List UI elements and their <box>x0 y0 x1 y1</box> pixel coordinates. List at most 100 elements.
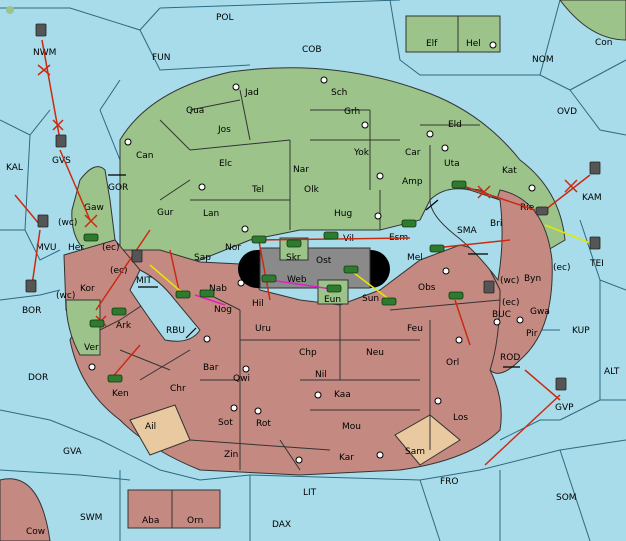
label-eun: Eun <box>324 295 341 305</box>
label-byn: Byn <box>524 274 541 284</box>
coast-tag-her-wc: (wc) <box>58 218 77 228</box>
army-obs <box>448 291 464 300</box>
fleet-kam <box>589 161 601 175</box>
label-dor: DOR <box>28 373 48 383</box>
coast-tags: (wc) (ec) (ec) (wc) (ec) (wc) (ec) <box>56 218 571 308</box>
land-sam <box>394 414 461 466</box>
red-land-labels: Rie Bri Byn Mel Ost Web Eun Sun Obs Kor … <box>80 203 550 526</box>
label-elc: Elc <box>219 159 232 169</box>
label-zin: Zin <box>224 450 238 460</box>
nw-island <box>6 6 14 14</box>
coast-tag-kor-ec: (ec) <box>110 266 128 276</box>
army-nog-edge <box>199 289 215 298</box>
arrow-kal-mvu <box>14 194 41 226</box>
label-kat: Kat <box>502 166 517 176</box>
label-grh: Grh <box>344 107 360 117</box>
label-yok: Yok <box>353 148 370 158</box>
label-gvs: GVS <box>52 156 71 166</box>
sea-sma-inner <box>429 188 503 282</box>
fleet-rie <box>535 206 549 216</box>
coast-tag-byn-wc: (wc) <box>500 276 519 286</box>
fleet-tei <box>589 236 601 250</box>
label-con: Con <box>595 38 613 48</box>
label-swm: SWM <box>80 513 102 523</box>
fleet-gvp <box>555 377 567 391</box>
interior-borders <box>119 89 501 471</box>
army-uta <box>451 180 467 189</box>
label-orn: Orn <box>187 516 203 526</box>
canal-arrows <box>108 174 520 368</box>
label-elf: Elf <box>426 39 438 49</box>
label-lan: Lan <box>203 209 219 219</box>
label-som: SOM <box>556 493 577 503</box>
arrow-nab-sap <box>169 249 181 296</box>
label-los: Los <box>453 413 468 423</box>
label-nil: Nil <box>315 370 327 380</box>
label-sun: Sun <box>362 294 379 304</box>
arrow-kam-rie <box>544 174 591 211</box>
label-car: Car <box>405 148 421 158</box>
label-ken: Ken <box>112 389 129 399</box>
label-her: Her <box>68 243 84 253</box>
label-uta: Uta <box>444 159 460 169</box>
label-mel: Mel <box>407 253 423 263</box>
army-eun <box>326 284 342 293</box>
label-gaw: Gaw <box>84 203 104 213</box>
army-sun <box>381 297 397 306</box>
label-kam: KAM <box>582 193 602 203</box>
label-gvp: GVP <box>555 403 574 413</box>
arrow-mvu-bor <box>31 229 41 286</box>
land-ver <box>65 299 101 356</box>
army-units <box>83 180 467 383</box>
army-nab <box>175 290 191 299</box>
label-gva: GVA <box>63 447 83 457</box>
label-jad: Jad <box>244 88 259 98</box>
arrow-ost-sun <box>349 269 391 301</box>
label-orl: Orl <box>446 358 459 368</box>
army-ark-2 <box>89 319 105 328</box>
army-web <box>261 274 277 283</box>
label-buc: BUC <box>492 310 511 320</box>
label-gor: GOR <box>108 183 128 193</box>
army-ken <box>107 374 123 383</box>
label-chp: Chp <box>299 348 317 358</box>
label-sot: Sot <box>218 418 233 428</box>
label-nor: Nor <box>225 243 241 253</box>
label-nar: Nar <box>293 165 309 175</box>
arrow-gvp-rod <box>524 369 561 401</box>
army-skr <box>286 239 302 248</box>
label-mvu: MVU <box>36 243 57 253</box>
label-ost: Ost <box>316 256 332 266</box>
label-kal: KAL <box>6 163 23 173</box>
label-ail: Ail <box>145 422 156 432</box>
label-nab: Nab <box>209 284 227 294</box>
label-dax: DAX <box>272 520 291 530</box>
coast-tag-kor-wc: (wc) <box>56 291 75 301</box>
label-kor: Kor <box>80 284 95 294</box>
label-web: Web <box>287 275 307 285</box>
label-sma: SMA <box>457 226 477 236</box>
fleet-buc <box>483 280 495 294</box>
coast-tag-byn-ec: (ec) <box>502 298 520 308</box>
fleet-bor <box>25 279 37 293</box>
label-aba: Aba <box>142 516 159 526</box>
label-mit: MIT <box>136 276 152 286</box>
army-esm <box>401 219 417 228</box>
label-kar: Kar <box>339 453 354 463</box>
arrow-nab-nog <box>194 294 226 306</box>
label-eld: Eld <box>448 120 462 130</box>
coast-tag-her-ec: (ec) <box>102 243 120 253</box>
army-nor <box>251 235 267 244</box>
label-alt: ALT <box>604 367 620 377</box>
label-rbu: RBU <box>166 326 185 336</box>
label-neu: Neu <box>366 348 384 358</box>
army-ost <box>343 265 359 274</box>
label-hel: Hel <box>466 39 481 49</box>
label-chr: Chr <box>170 384 186 394</box>
label-kup: KUP <box>572 326 590 336</box>
green-land-labels: Jad Sch Qua Jos Grh Eld Can Elc Nar Yok … <box>68 39 517 353</box>
label-bor: BOR <box>22 306 41 316</box>
label-gwa: Gwa <box>530 307 550 317</box>
arrow-ver-gaw <box>95 229 151 311</box>
